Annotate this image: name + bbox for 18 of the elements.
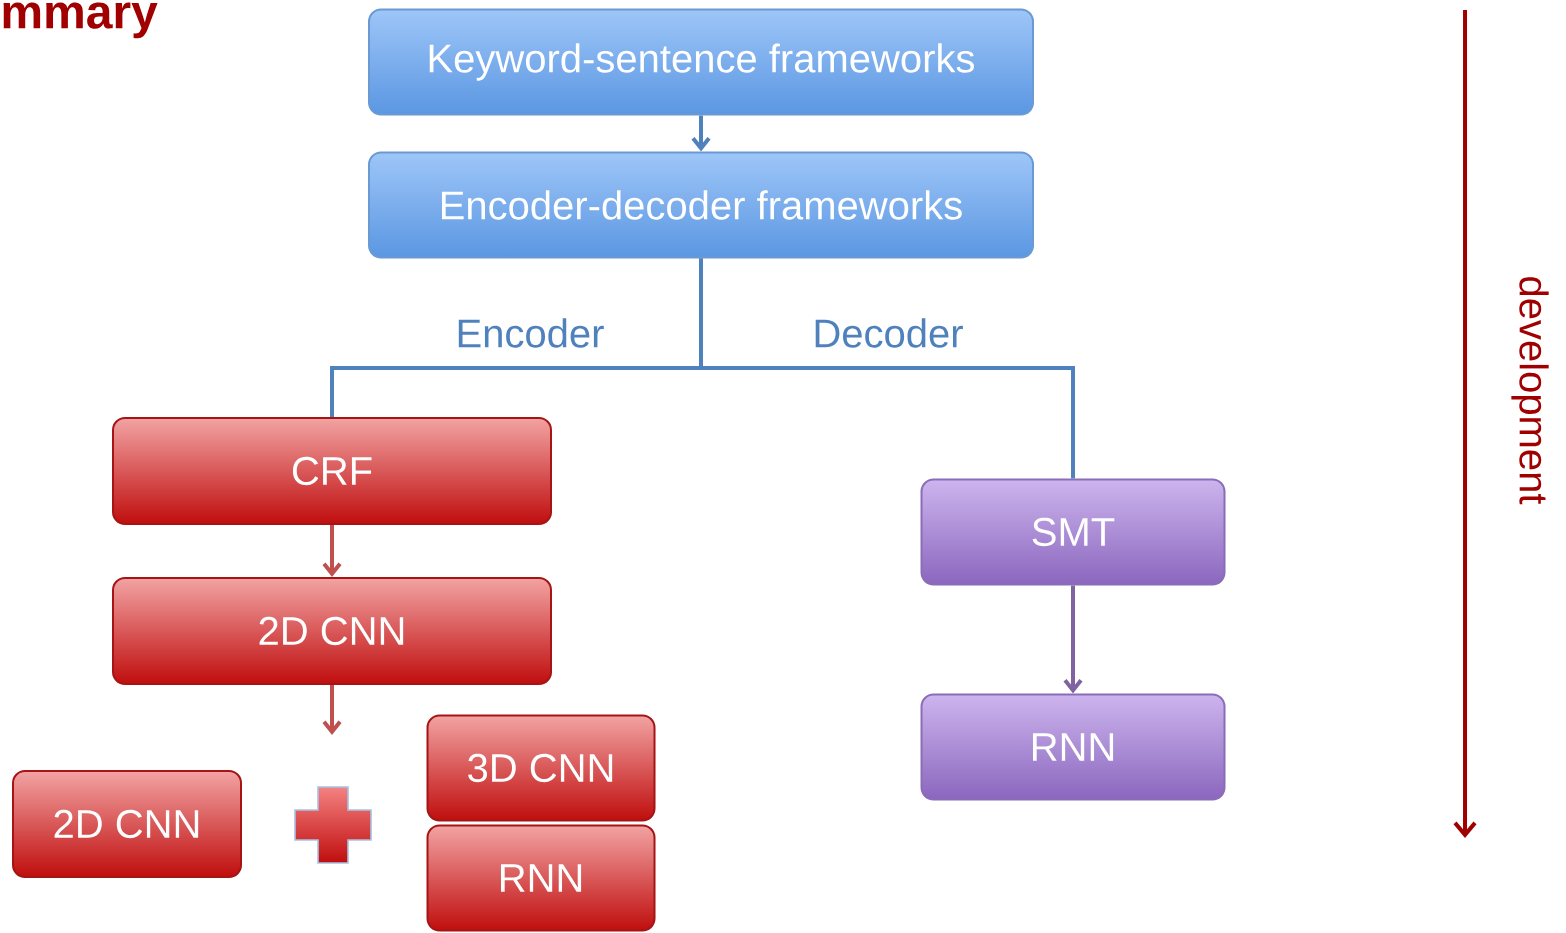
connector — [699, 258, 1075, 479]
process-box: 2D CNN — [112, 577, 552, 685]
process-box: RNN — [920, 693, 1226, 801]
connector — [322, 685, 342, 735]
connector — [322, 525, 342, 577]
axis-label: development — [1511, 277, 1549, 505]
edge-label: Decoder — [815, 318, 963, 348]
heading: mmary — [3, 2, 158, 39]
process-box: CRF — [112, 417, 552, 525]
edge-label: Encoder — [458, 318, 604, 348]
process-box: Encoder-decoder frameworks — [368, 151, 1034, 259]
process-box: SMT — [920, 478, 1226, 586]
process-box: RNN — [426, 824, 656, 932]
process-box: 3D CNN — [426, 714, 656, 822]
connector — [1063, 585, 1083, 694]
process-box: Keyword-sentence frameworks — [368, 8, 1034, 116]
process-box: 2D CNN — [12, 770, 242, 878]
connector — [691, 115, 711, 152]
